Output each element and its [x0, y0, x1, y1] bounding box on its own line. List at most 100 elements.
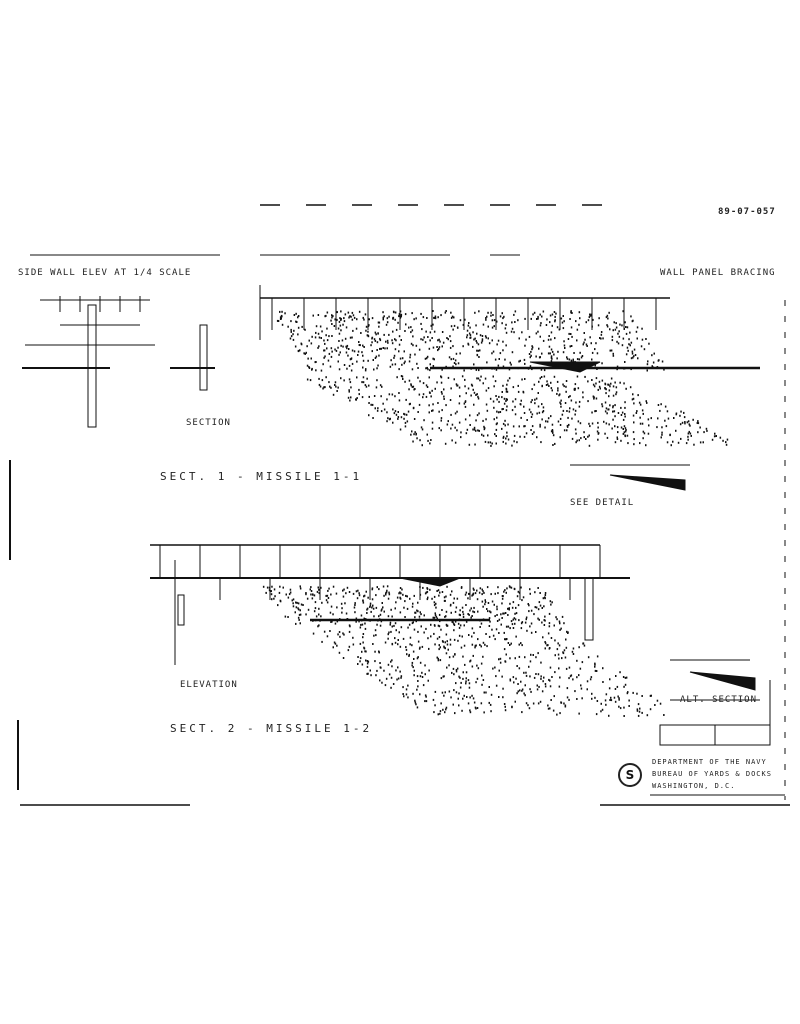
hatch-dot [321, 330, 323, 333]
hatch-dot [521, 644, 523, 647]
hatch-dot [600, 331, 603, 333]
hatch-dot [348, 630, 351, 633]
note-2: ALT. SECTION [680, 695, 758, 705]
hatch-dot [507, 614, 509, 616]
hatch-dot [482, 679, 485, 681]
hatch-dot [477, 667, 480, 670]
hatch-dot [359, 642, 362, 645]
hatch-dot [417, 411, 419, 413]
hatch-dot [395, 328, 398, 331]
hatch-dot [504, 419, 506, 422]
hatch-dot [326, 601, 329, 604]
hatch-dot [601, 379, 604, 382]
hatch-dot [315, 615, 318, 618]
hatch-dot [425, 384, 428, 387]
hatch-dot [536, 684, 538, 687]
hatch-dot [509, 644, 511, 646]
hatch-dot [471, 635, 473, 638]
hatch-dot [438, 625, 441, 628]
hatch-dot [366, 672, 368, 675]
hatch-dot [318, 607, 320, 610]
hatch-dot [529, 688, 531, 691]
hatch-dot [477, 395, 479, 398]
hatch-dot [427, 368, 429, 371]
hatch-dot [416, 362, 418, 365]
hatch-dot [482, 323, 485, 326]
hatch-dot [683, 416, 686, 419]
hatch-dot [390, 630, 392, 633]
hatch-dot [349, 336, 352, 339]
hatch-dot [563, 649, 566, 652]
hatch-dot [391, 659, 393, 662]
hatch-dot [441, 345, 443, 348]
hatch-dot [491, 319, 494, 322]
hatch-dot [362, 381, 365, 384]
hatch-dot [467, 387, 470, 390]
hatch-dot [631, 352, 634, 355]
hatch-dot [494, 358, 497, 361]
hatch-dot [500, 613, 502, 616]
hatch-dot [624, 367, 626, 370]
hatch-dot [518, 360, 520, 363]
hatch-dot [641, 327, 643, 330]
hatch-dot [408, 655, 410, 657]
hatch-dot [367, 619, 370, 622]
hatch-dot [452, 345, 454, 348]
hatch-dot [381, 385, 383, 388]
hatch-dot [409, 636, 412, 639]
hatch-dot [474, 443, 476, 446]
hatch-dot [382, 402, 384, 405]
hatch-dot [372, 359, 374, 361]
hatch-dot [617, 695, 619, 698]
hatch-dot [362, 636, 364, 639]
hatch-dot [632, 691, 634, 694]
hatch-dot [520, 627, 523, 630]
hatch-dot [431, 597, 433, 600]
hatch-dot [520, 586, 522, 589]
hatch-dot [385, 593, 387, 596]
hatch-dot [503, 402, 506, 405]
hatch-dot [552, 434, 555, 437]
hatch-dot [687, 438, 689, 441]
hatch-dot [402, 693, 404, 695]
hatch-dot [440, 702, 442, 705]
hatch-dot [615, 391, 618, 394]
hatch-dot [524, 317, 526, 320]
hatch-dot [317, 314, 320, 316]
hatch-dot [576, 375, 579, 378]
hatch-dot [407, 696, 409, 699]
hatch-dot [652, 366, 654, 369]
hatch-dot [409, 356, 411, 359]
hatch-dot [348, 316, 350, 319]
hatch-dot [460, 586, 463, 589]
hatch-dot [317, 625, 319, 628]
hatch-dot [636, 708, 639, 711]
hatch-dot [433, 632, 435, 635]
hatch-dot [571, 312, 573, 314]
hatch-dot [279, 585, 281, 588]
hatch-dot [618, 705, 620, 708]
hatch-dot [444, 647, 446, 650]
hatch-dot [616, 426, 619, 429]
hatch-dot [553, 375, 556, 378]
hatch-dot [637, 357, 639, 360]
hatch-dot [596, 655, 599, 658]
hatch-dot [439, 659, 442, 662]
hatch-dot [622, 676, 625, 678]
hatch-dot [315, 361, 317, 363]
hatch-dot [371, 341, 373, 344]
hatch-dot [475, 707, 477, 710]
hatch-dot [543, 619, 545, 622]
hatch-dot [422, 393, 425, 396]
hatch-dot [342, 589, 344, 592]
hatch-dot [441, 331, 444, 333]
hatch-dot [512, 676, 515, 679]
hatch-dot [378, 618, 381, 621]
hatch-dot [405, 646, 407, 649]
hatch-dot [456, 410, 458, 413]
hatch-dot [474, 592, 477, 595]
hatch-dot [318, 345, 320, 348]
hatch-dot [490, 314, 492, 317]
hatch-dot [495, 675, 497, 678]
hatch-dot [594, 663, 596, 666]
